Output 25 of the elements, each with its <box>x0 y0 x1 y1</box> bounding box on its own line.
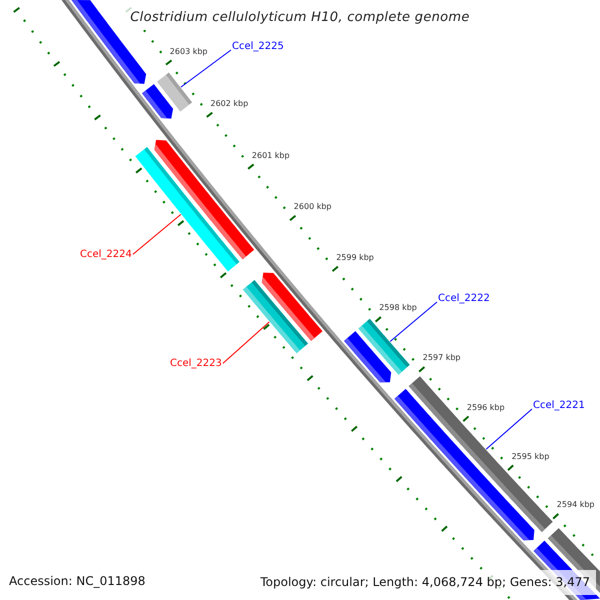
tick-label: 2601 kbp <box>252 150 290 161</box>
leader-line <box>222 321 270 364</box>
leader-line <box>486 408 532 450</box>
gene-label: Ccel_2221 <box>533 400 585 412</box>
gene-label: Ccel_2224 <box>80 249 132 261</box>
gene-bar <box>135 146 240 272</box>
tick-label: 2598 kbp <box>379 303 417 314</box>
gene-label: Ccel_2225 <box>232 41 284 53</box>
leader-line <box>180 50 232 88</box>
leader-line <box>132 214 182 255</box>
gene-label: Ccel_2223 <box>170 358 222 370</box>
tick-label: 2600 kbp <box>294 202 332 212</box>
tick-label: 2594 kbp <box>556 500 594 510</box>
accession-text: Accession: NC_011898 <box>9 574 146 589</box>
gene-bar <box>242 280 308 354</box>
tick-label: 2595 kbp <box>512 452 550 462</box>
gene-block <box>394 388 534 540</box>
tick-label: 2597 kbp <box>422 353 460 364</box>
tick-label: 2596 kbp <box>466 402 505 413</box>
gene-label: Ccel_2222 <box>438 293 490 305</box>
tick-label: 2602 kbp <box>210 98 248 109</box>
tick-label: 2603 kbp <box>170 46 208 56</box>
gene-block <box>142 84 174 119</box>
tick-label: 2599 kbp <box>336 252 374 263</box>
gene-block <box>344 331 392 382</box>
